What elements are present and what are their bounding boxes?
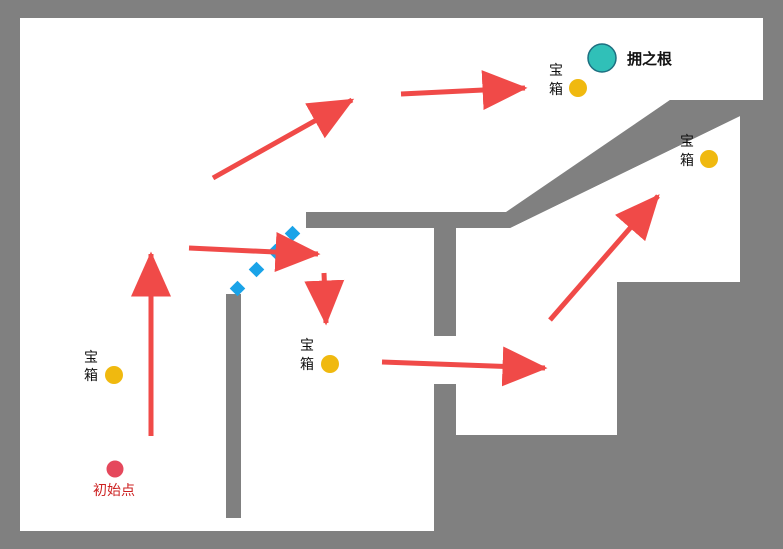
- floor-main: [20, 18, 763, 531]
- chest-markers: 宝 箱 宝 箱 宝 箱 宝 箱: [84, 63, 718, 384]
- chest-right[interactable]: 宝 箱: [680, 134, 718, 169]
- chest-label-line1: 宝: [680, 134, 694, 150]
- wall-pillar-left: [226, 294, 241, 518]
- route-arrow: [304, 272, 345, 326]
- chest-left[interactable]: 宝 箱: [84, 350, 123, 384]
- chest-center[interactable]: 宝 箱: [300, 338, 339, 373]
- wall-divider-upper: [434, 228, 456, 336]
- route-arrows: [131, 70, 660, 436]
- start-label: 初始点: [93, 482, 135, 499]
- chest-icon: [105, 366, 123, 384]
- chest-label-line2: 箱: [680, 153, 694, 169]
- chest-label-line1: 宝: [84, 350, 98, 366]
- chest-label-line1: 宝: [549, 63, 563, 79]
- chest-icon: [700, 150, 718, 168]
- chest-icon: [569, 79, 587, 97]
- interior-walls: [226, 100, 763, 531]
- door-diamond[interactable]: [229, 280, 246, 297]
- route-arrow: [188, 232, 321, 273]
- route-arrow: [381, 346, 548, 387]
- chest-icon: [321, 355, 339, 373]
- goal-marker-icon: [587, 43, 617, 73]
- chest-label-line1: 宝: [300, 338, 314, 354]
- start-marker-icon: [106, 460, 124, 478]
- route-arrow: [400, 70, 528, 111]
- chest-label-line2: 箱: [84, 368, 98, 384]
- goal-point[interactable]: 拥之根: [587, 43, 672, 73]
- route-arrow: [548, 194, 660, 322]
- goal-label: 拥之根: [627, 50, 672, 68]
- floor-area: [20, 18, 763, 531]
- wall-divider-lower: [434, 384, 456, 531]
- wall-diagonal: [506, 100, 763, 228]
- wall-ledge: [306, 212, 510, 228]
- chest-label-line2: 箱: [549, 82, 563, 98]
- chest-label-line2: 箱: [300, 357, 314, 373]
- route-arrow: [211, 97, 355, 181]
- chest-top[interactable]: 宝 箱: [549, 63, 587, 98]
- start-point[interactable]: 初始点: [93, 460, 135, 500]
